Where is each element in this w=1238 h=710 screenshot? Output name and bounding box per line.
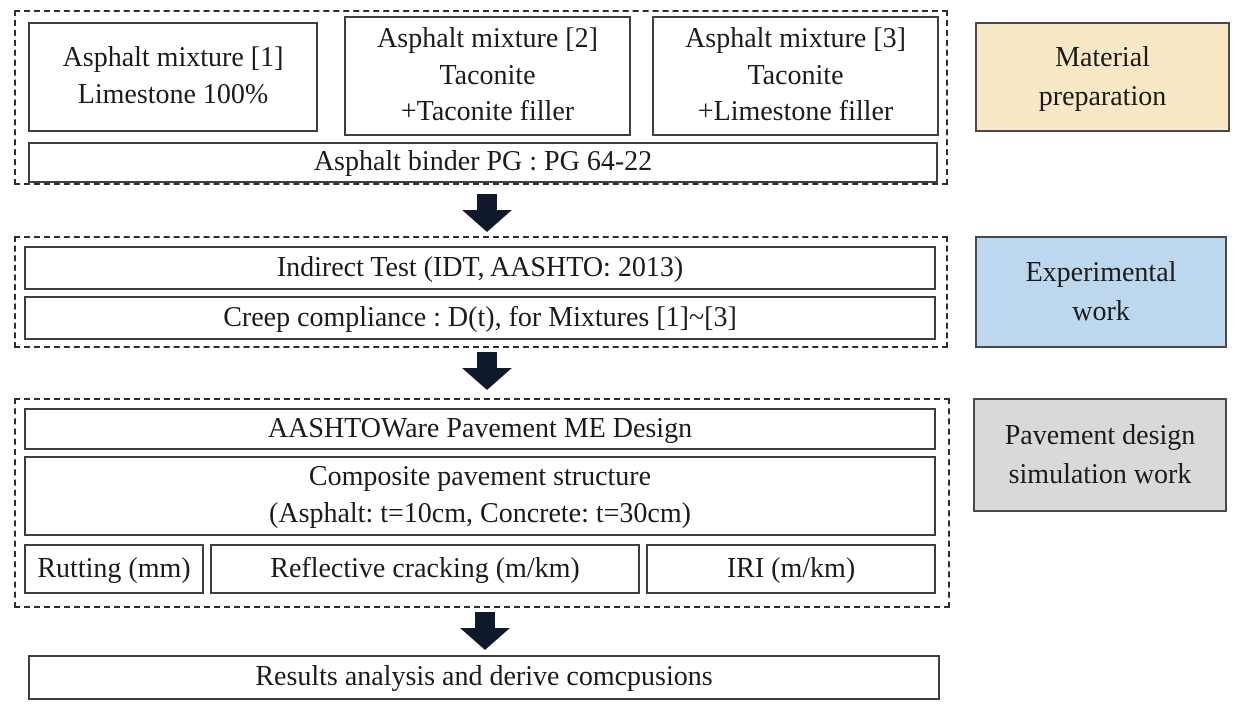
conclusion-label: Results analysis and derive comcpusions [255, 661, 713, 693]
asphalt-mixture-3-box: Asphalt mixture [3] Taconite +Limestone … [652, 16, 939, 136]
experimental-work-label: Experimental work [975, 236, 1227, 348]
experimental-work-section [14, 236, 948, 348]
material-label-line-2: preparation [1038, 81, 1167, 112]
simulation-label-line-1: Pavement design [1004, 419, 1196, 451]
pavement-me-design-label: AASHTOWare Pavement ME Design [267, 412, 693, 444]
mixture-3-line-3: +Limestone filler [697, 96, 894, 128]
experimental-label-line-2: work [1072, 296, 1130, 327]
mixture-1-line-1: Asphalt mixture [1] [62, 42, 284, 74]
asphalt-binder-label: Asphalt binder PG : PG 64-22 [313, 146, 653, 178]
composite-structure-box: Composite pavement structure (Asphalt: t… [24, 456, 936, 536]
simulation-label-line-2: simulation work [1008, 459, 1192, 490]
experimental-label-line-1: Experimental [1025, 256, 1177, 288]
mixture-2-line-3: +Taconite filler [400, 96, 575, 128]
reflective-cracking-output-label: Reflective cracking (m/km) [270, 552, 580, 584]
mixture-3-line-1: Asphalt mixture [3] [685, 22, 906, 54]
mixture-1-line-2: Limestone 100% [77, 79, 269, 110]
composite-structure-line-2: (Asphalt: t=10cm, Concrete: t=30cm) [269, 498, 691, 529]
down-arrow-icon [462, 352, 512, 390]
iri-output-box: IRI (m/km) [646, 544, 936, 594]
asphalt-binder-box: Asphalt binder PG : PG 64-22 [28, 142, 938, 183]
conclusion-box: Results analysis and derive comcpusions [28, 655, 940, 700]
indirect-test-label: Indirect Test (IDT, AASHTO: 2013) [276, 251, 684, 283]
rutting-output-label: Rutting (mm) [37, 552, 191, 584]
indirect-test-box: Indirect Test (IDT, AASHTO: 2013) [24, 246, 936, 290]
mixture-2-line-1: Asphalt mixture [2] [377, 22, 598, 54]
mixture-3-line-2: Taconite [747, 59, 844, 91]
composite-structure-line-1: Composite pavement structure [308, 461, 652, 493]
pavement-me-design-box: AASHTOWare Pavement ME Design [24, 408, 936, 450]
creep-compliance-label: Creep compliance : D(t), for Mixtures [1… [223, 301, 737, 333]
reflective-cracking-output-box: Reflective cracking (m/km) [210, 544, 640, 594]
simulation-work-label: Pavement design simulation work [973, 398, 1227, 512]
simulation-work-section [14, 398, 950, 608]
down-arrow-icon [460, 612, 510, 650]
material-preparation-label: Material preparation [975, 22, 1230, 132]
material-label-line-1: Material [1055, 41, 1150, 73]
material-preparation-section [14, 10, 948, 185]
iri-output-label: IRI (m/km) [726, 552, 856, 584]
rutting-output-box: Rutting (mm) [24, 544, 204, 594]
creep-compliance-box: Creep compliance : D(t), for Mixtures [1… [24, 296, 936, 340]
mixture-2-line-2: Taconite [439, 59, 536, 91]
asphalt-mixture-1-box: Asphalt mixture [1] Limestone 100% [28, 22, 318, 132]
down-arrow-icon [462, 194, 512, 232]
asphalt-mixture-2-box: Asphalt mixture [2] Taconite +Taconite f… [344, 16, 631, 136]
